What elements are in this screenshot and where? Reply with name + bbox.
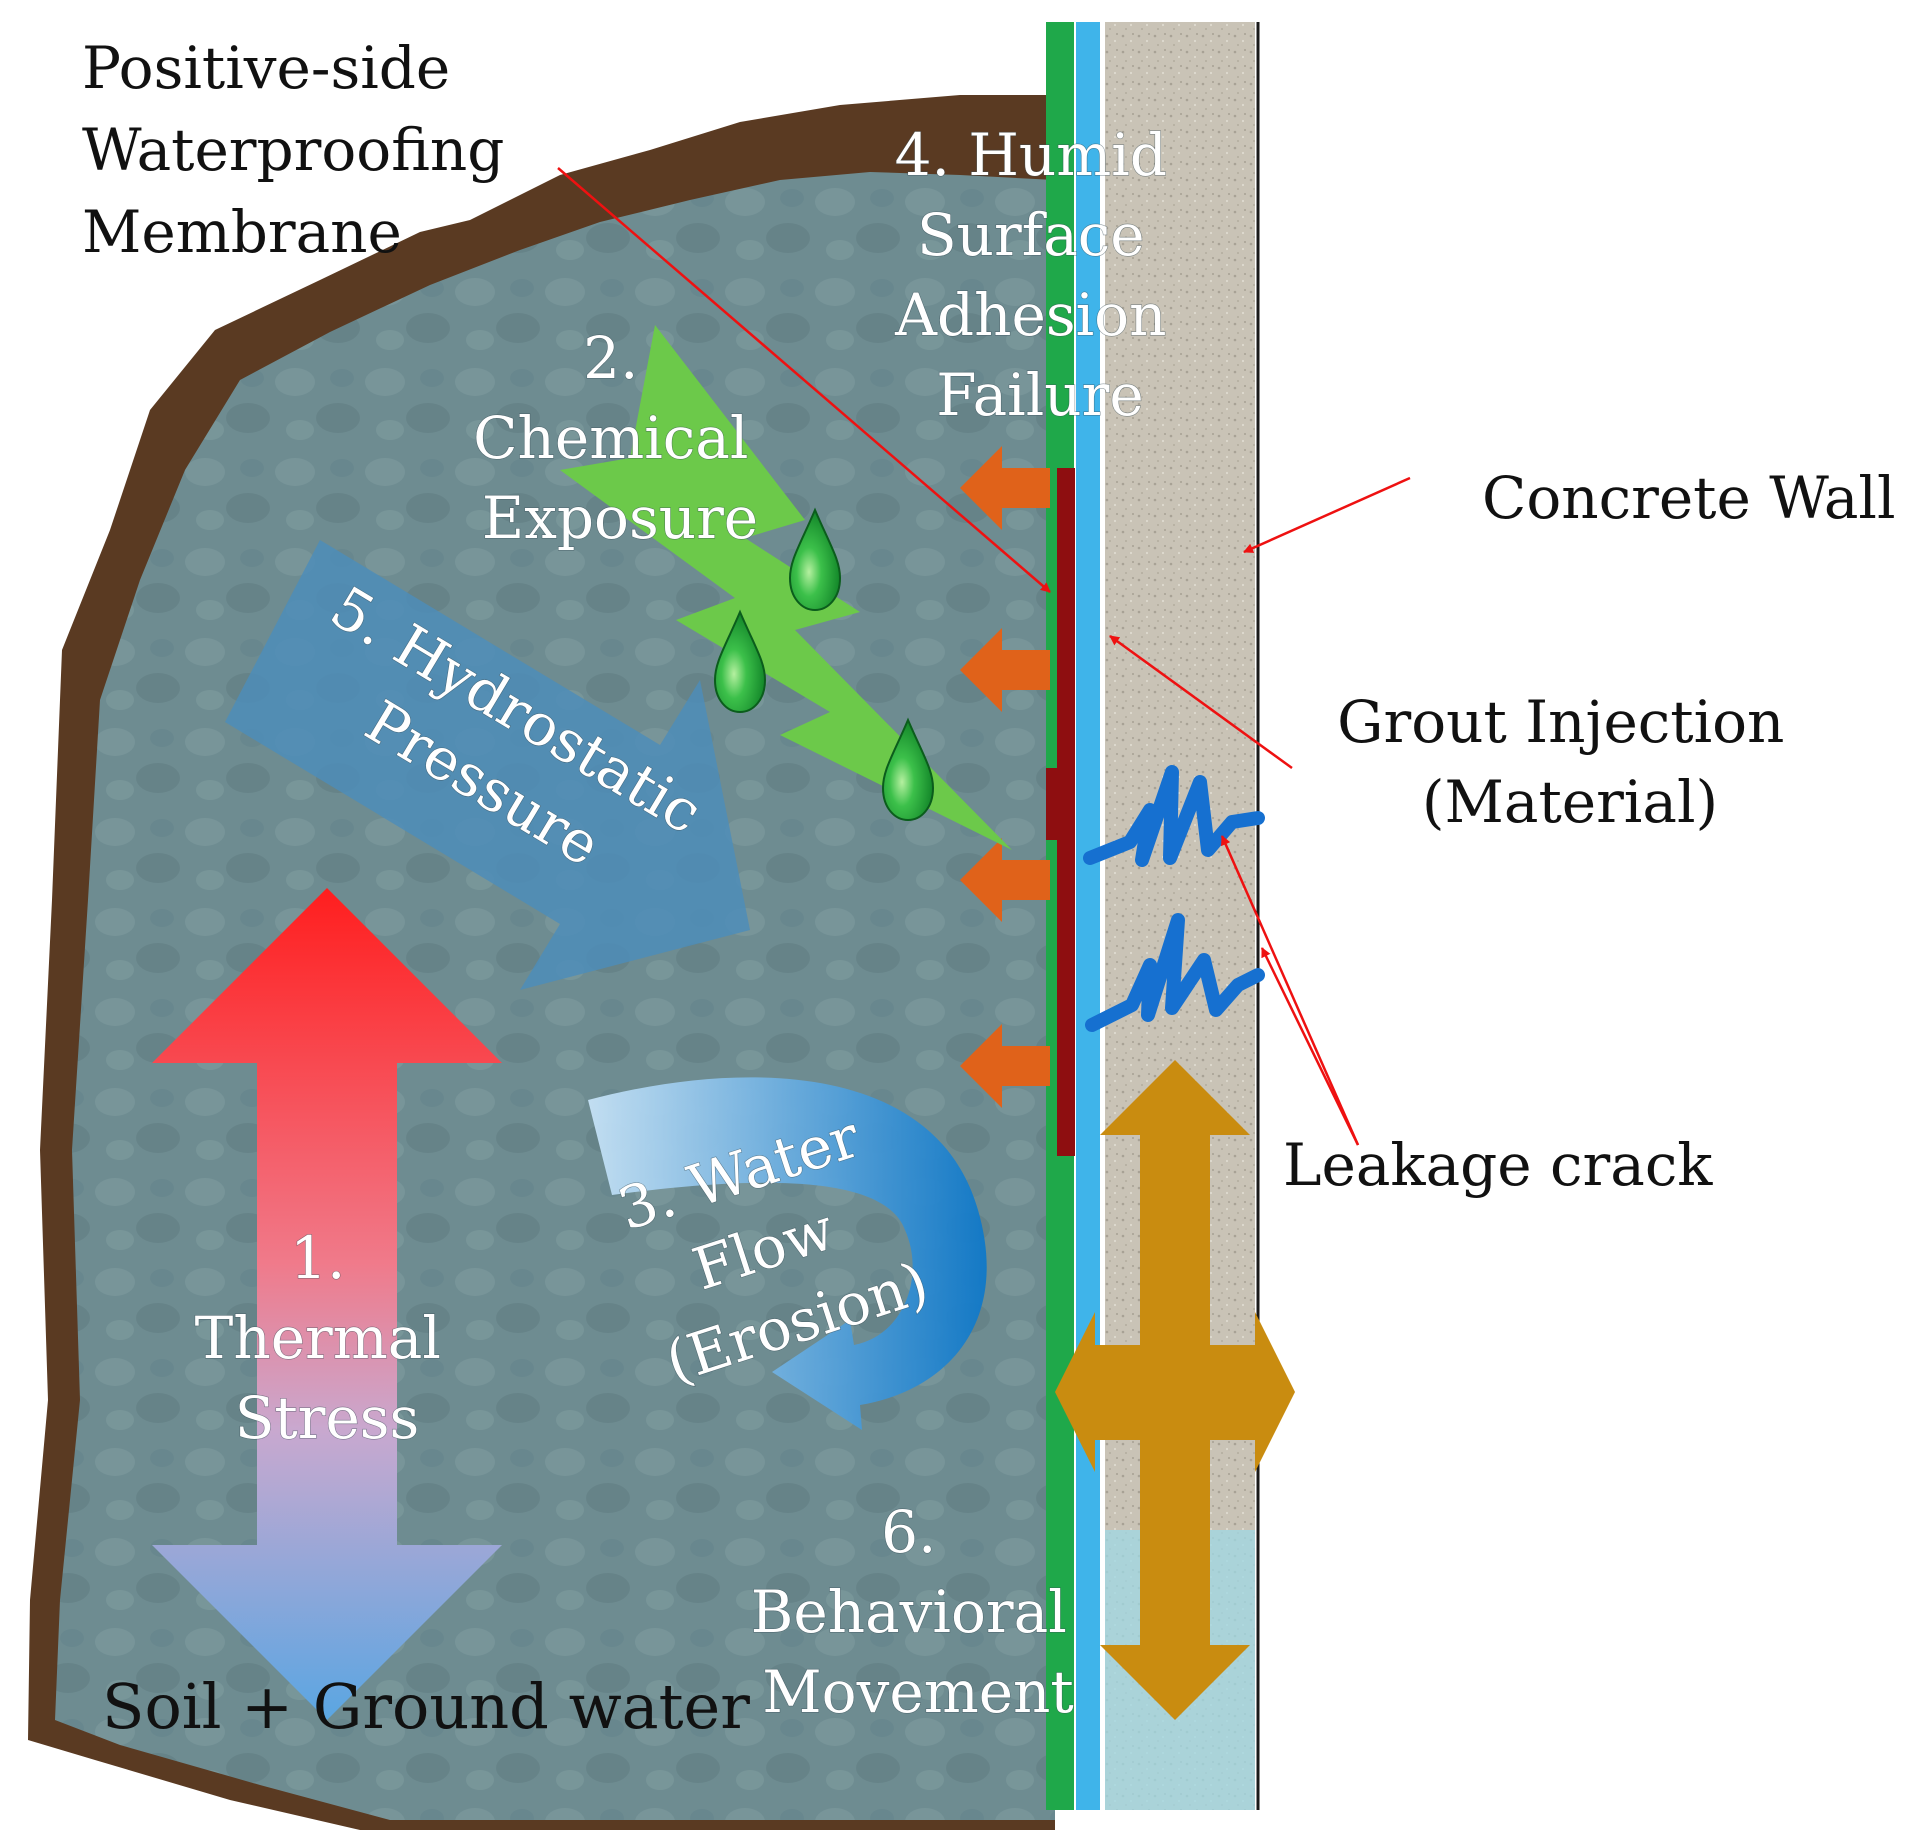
- water-flow-arrow: [588, 1077, 987, 1430]
- concrete-leader: [1243, 476, 1411, 554]
- crack-icon: [1085, 913, 1265, 1032]
- membrane-label: Positive-side Waterproofing Membrane: [82, 34, 523, 266]
- concrete-wall-label: Concrete Wall: [1482, 464, 1896, 532]
- droplet-icon: [713, 609, 767, 714]
- adhesion-failure-band: [1057, 468, 1075, 1156]
- droplets: [713, 507, 935, 822]
- leakage-crack-label: Leakage crack: [1283, 1131, 1713, 1199]
- crack-icon: [1083, 765, 1265, 867]
- push-arrows: [960, 446, 1050, 1108]
- crack-leader-2: [1260, 947, 1360, 1146]
- membrane-leader: [557, 167, 1051, 593]
- movement-arrow: [1055, 1060, 1295, 1720]
- push-arrow: [960, 1024, 1050, 1108]
- droplet-icon: [788, 507, 842, 612]
- grout-injection-label: Grout Injection (Material): [1337, 688, 1803, 836]
- chemical-bolt: [560, 325, 1012, 850]
- push-arrow: [960, 446, 1050, 530]
- chemical-exposure-label: 2. Chemical Exposure: [473, 324, 767, 552]
- behavioral-movement-label: 6. Behavioral Movement: [751, 1498, 1085, 1726]
- grout-injection-layer: [1076, 22, 1100, 1810]
- soil-label: Soil + Ground water: [102, 1670, 750, 1743]
- hydrostatic-arrow: [225, 540, 750, 990]
- droplet-icon: [881, 717, 935, 822]
- grout-leader: [1109, 634, 1293, 770]
- thermal-stress-label: 1. Thermal Stress: [195, 1224, 460, 1452]
- push-arrow: [960, 628, 1050, 712]
- leakage-cracks: [1083, 765, 1265, 1032]
- leader-lines: [557, 167, 1411, 1146]
- thermal-arrow: [152, 888, 502, 1720]
- push-arrow: [960, 838, 1050, 922]
- humid-adhesion-label: 4. Humid Surface Adhesion Failure: [894, 121, 1185, 429]
- crack-leader: [1220, 835, 1360, 1146]
